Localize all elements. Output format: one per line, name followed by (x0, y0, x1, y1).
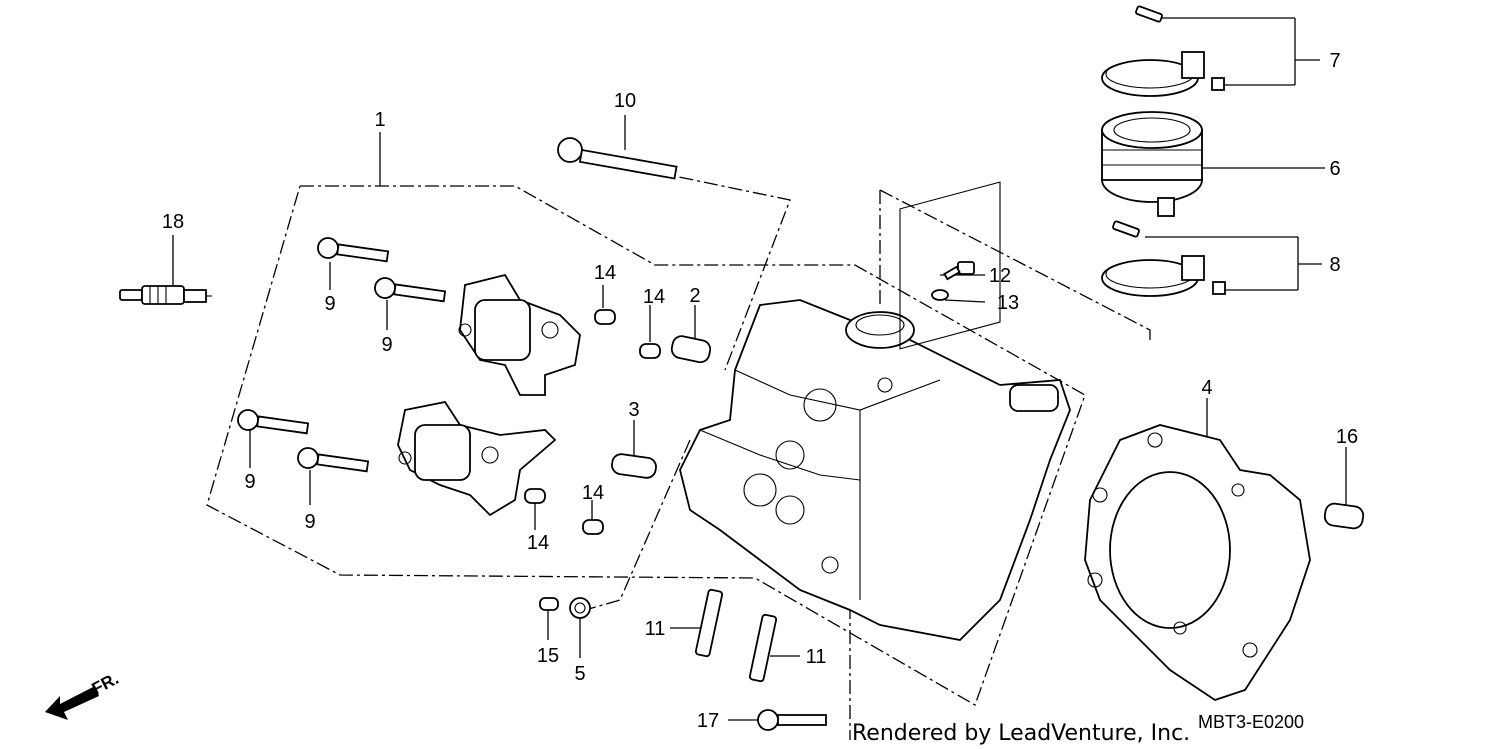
cylinder-head-part (679, 181, 1071, 641)
render-credit: Rendered by LeadVenture, Inc. (852, 721, 1190, 746)
callout-16: 16 (1336, 426, 1358, 448)
callout-10: 10 (614, 90, 636, 112)
callout-14-d: 14 (527, 532, 549, 554)
callout-13: 13 (997, 292, 1019, 314)
camshaft-holder-lower (397, 400, 557, 517)
callout-14-b: 14 (643, 286, 665, 308)
callout-3: 3 (628, 399, 639, 421)
callout-14-c: 14 (582, 482, 604, 504)
callout-1: 1 (374, 109, 385, 131)
diagram-code: MBT3-E0200 (1198, 712, 1304, 732)
front-direction-indicator: FR. (45, 669, 122, 720)
washer-13-part (931, 289, 949, 301)
callout-2: 2 (689, 285, 700, 307)
callout-17: 17 (697, 710, 719, 732)
bolt-9-parts (237, 237, 447, 473)
callout-7: 7 (1329, 50, 1340, 72)
clamp-7-part (1101, 5, 1225, 97)
insulator-6-part (1101, 111, 1203, 217)
callout-12: 12 (989, 265, 1011, 287)
bolt-12-part (943, 261, 975, 281)
callout-15: 15 (537, 645, 559, 667)
leader-lines (172, 17, 1347, 721)
stud-11-parts (694, 588, 778, 683)
callout-11-a: 11 (645, 618, 666, 640)
callout-9-a: 9 (324, 293, 335, 315)
callout-9-c: 9 (244, 471, 255, 493)
callout-labels: 1 2 3 4 5 6 7 8 9 9 9 9 10 11 11 12 13 1… (162, 50, 1358, 732)
callout-18: 18 (162, 211, 184, 233)
seal-5-part (569, 597, 591, 619)
head-gasket-part (1084, 424, 1311, 701)
callout-9-d: 9 (304, 511, 315, 533)
arrow-icon (45, 686, 99, 720)
callout-11-b: 11 (806, 646, 827, 668)
callout-14-a: 14 (594, 262, 616, 284)
callout-8: 8 (1329, 254, 1340, 276)
bolt-10-part (557, 137, 678, 180)
callout-9-b: 9 (381, 334, 392, 356)
spark-plug-part (119, 285, 212, 305)
bolt-17-part (757, 709, 827, 731)
camshaft-holder-upper (458, 273, 581, 396)
clamp-8-part (1101, 220, 1226, 297)
dowel-pins (524, 309, 1365, 611)
callout-5: 5 (574, 663, 585, 685)
callout-6: 6 (1329, 158, 1340, 180)
callout-4: 4 (1201, 377, 1212, 399)
